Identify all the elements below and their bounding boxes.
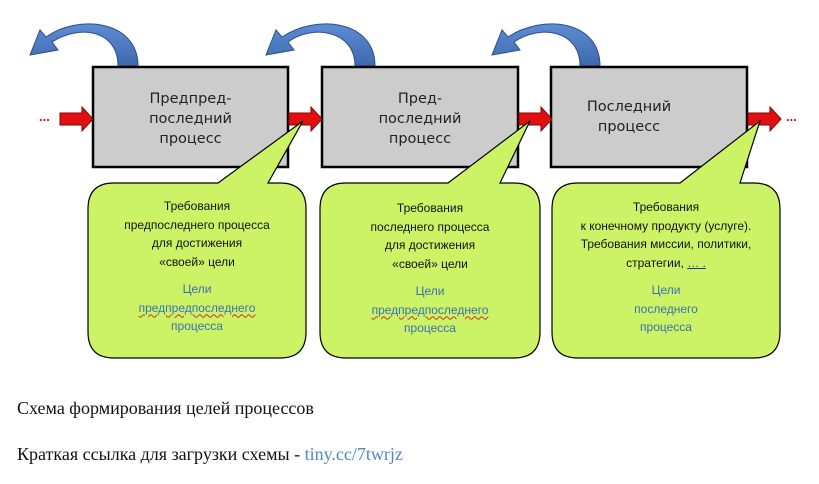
goal-line: Цели	[651, 283, 681, 297]
goal-line: процесса	[171, 319, 223, 333]
process-box-3	[549, 65, 749, 169]
requirement-line: для достижения	[151, 236, 243, 250]
process-label-2: Пред- последний процесс	[378, 91, 462, 147]
short-link[interactable]: tiny.cc/7twrjz	[304, 444, 403, 464]
download-link-line: Краткая ссылка для загрузки схемы - tiny…	[17, 444, 403, 465]
callout-1	[87, 120, 307, 359]
requirement-line: для достижения	[384, 238, 476, 252]
goal-line: Цели	[415, 284, 445, 298]
process-label-1: Предпред- последний процесс	[149, 91, 232, 147]
callout-text-3: Требования к конечному продукту (услуге)…	[552, 198, 780, 337]
callout-text-2: Требования последнего процесса для дости…	[320, 199, 540, 338]
process-box-2	[320, 65, 520, 169]
requirement-line: Требования	[396, 201, 464, 215]
goal-line: процесса	[404, 321, 456, 335]
goal-block: Цели последнего процесса	[552, 281, 780, 337]
diagram-caption: Схема формирования целей процессов	[17, 398, 314, 418]
flow-arrow-in	[59, 105, 94, 133]
callout-text-1: Требования предпоследнего процесса для д…	[88, 197, 306, 336]
requirement-line: стратегии, … .	[552, 254, 780, 273]
leading-ellipsis: ...	[39, 109, 50, 124]
requirement-line: Требования миссии, политики,	[580, 237, 752, 251]
process-box-1	[91, 65, 290, 169]
goal-line: последнего	[634, 301, 698, 316]
requirement-line: «своей» цели	[392, 256, 468, 271]
goal-line: предпредпоследнего	[371, 302, 489, 317]
requirement-line: «своей» цели	[159, 254, 235, 269]
feedback-arrow-1	[29, 23, 139, 67]
goal-line: процесса	[640, 320, 692, 334]
feedback-arrow-2	[265, 23, 376, 67]
requirement-line: Требования	[632, 200, 700, 214]
requirement-text: стратегии,	[626, 255, 684, 270]
trailing-ellipsis: ...	[786, 109, 797, 124]
process-goals-diagram: ... ... Предпред- последний процесс Пред…	[29, 23, 797, 359]
requirement-line: предпоследнего процесса	[124, 217, 270, 232]
requirement-line: Требования	[163, 199, 231, 213]
goal-line: предпредпоследнего	[138, 300, 256, 315]
requirement-line: последнего процесса	[370, 219, 490, 234]
goal-block: Цели предпредпоследнего процесса	[88, 280, 306, 336]
callout-2	[319, 120, 541, 359]
goal-line: Цели	[182, 282, 212, 296]
requirement-line: к конечному продукту (услуге).	[580, 218, 752, 233]
diagram-canvas	[29, 23, 782, 359]
callout-3	[551, 119, 781, 359]
process-label-3: Последний процесс	[586, 99, 672, 135]
feedback-arrow-3	[491, 23, 601, 67]
requirement-ellipsis: … .	[687, 255, 706, 270]
link-prefix: Краткая ссылка для загрузки схемы -	[17, 444, 305, 464]
goal-block: Цели предпредпоследнего процесса	[320, 282, 540, 338]
